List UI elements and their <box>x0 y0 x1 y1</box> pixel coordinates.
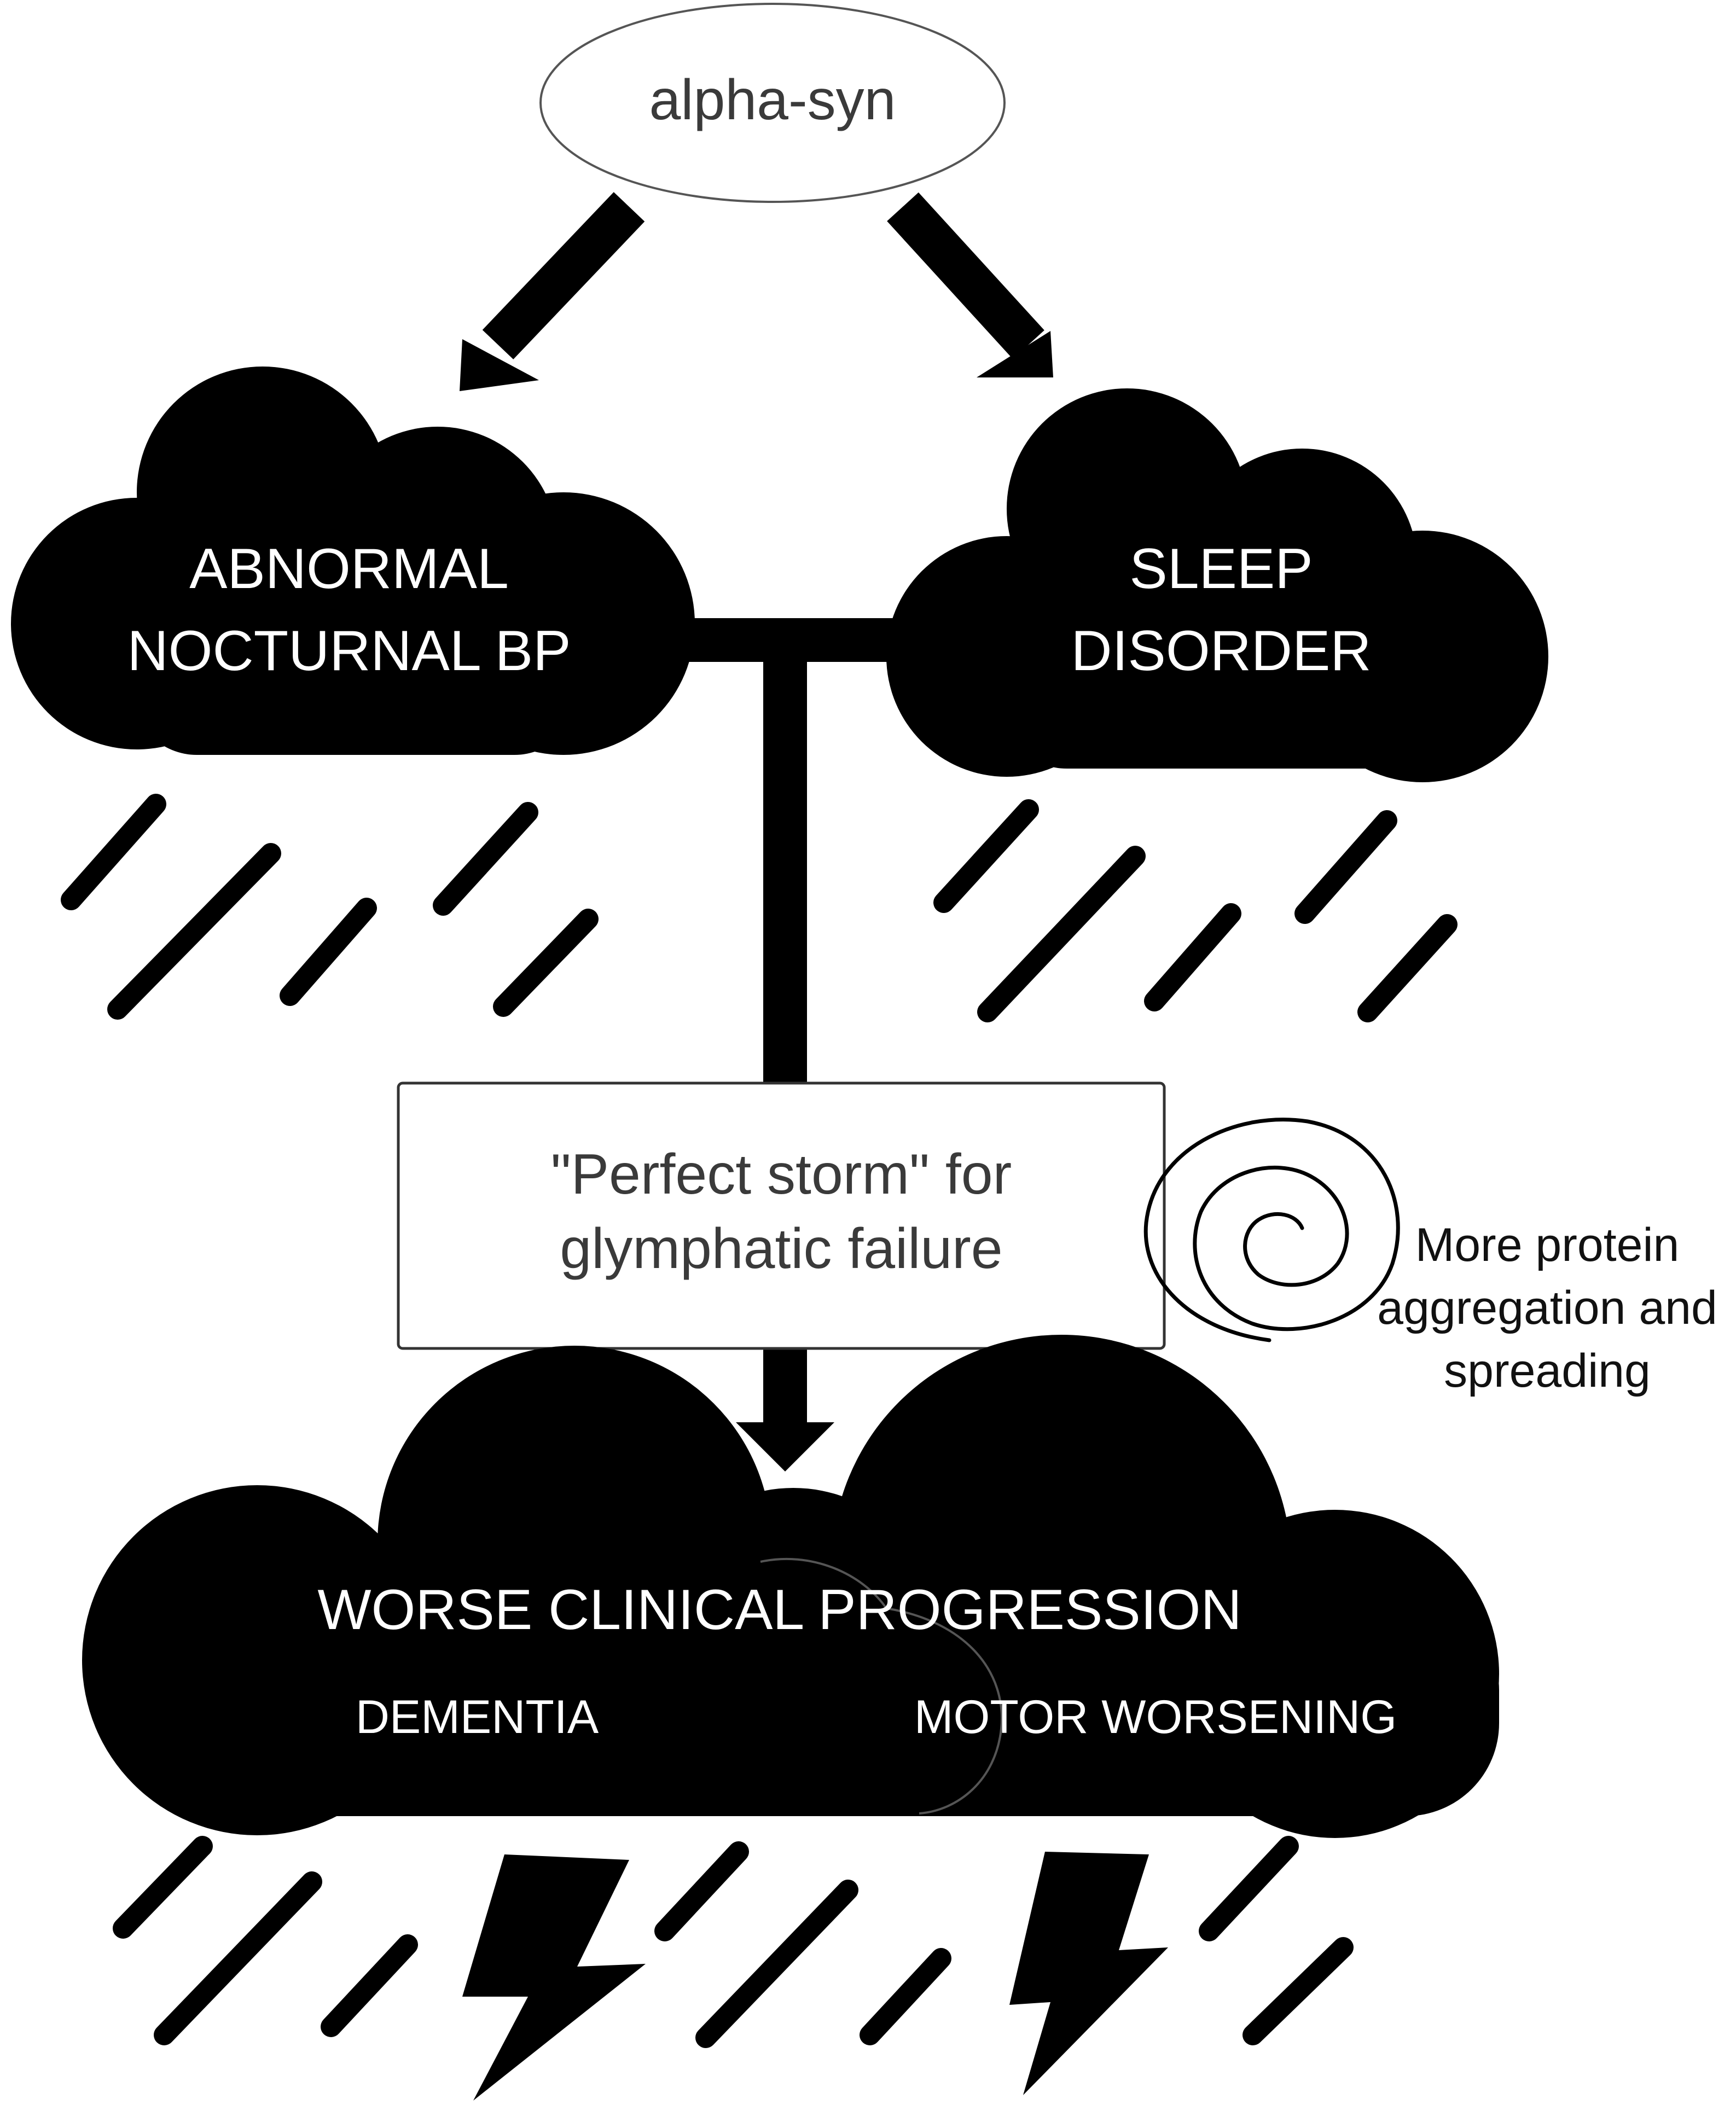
perfect-storm-label-line1: "Perfect storm" for <box>551 1143 1012 1206</box>
cloud-icon-abnormal-bp: ABNORMAL NOCTURNAL BP <box>11 367 695 755</box>
lightning-bolt-icon-right <box>1009 1852 1168 2095</box>
alpha-syn-label: alpha-syn <box>649 68 896 132</box>
dementia-label: DEMENTIA <box>356 1691 599 1743</box>
perfect-storm-box: "Perfect storm" for glymphatic failure <box>397 1081 1166 1350</box>
motor-worsening-label: MOTOR WORSENING <box>914 1691 1397 1743</box>
lightning-bolt-icon-left <box>462 1854 646 2101</box>
cloud-icon-sleep-disorder: SLEEP DISORDER <box>886 388 1548 782</box>
protein-aggregation-note: More protein aggregation and spreading <box>1377 1219 1717 1397</box>
rain-icon-left <box>61 794 599 1020</box>
spiral-icon <box>1143 1118 1400 1342</box>
protein-note-line1: More protein <box>1415 1219 1680 1271</box>
arrow-to-left-cloud <box>460 192 645 391</box>
abnormal-bp-label-line2: NOCTURNAL BP <box>127 619 571 683</box>
worse-progression-title: WORSE CLINICAL PROGRESSION <box>317 1578 1241 1642</box>
rain-icon-right <box>933 799 1458 1022</box>
alpha-syn-node: alpha-syn <box>539 3 1006 203</box>
abnormal-bp-label-line1: ABNORMAL <box>189 537 509 601</box>
rain-icon-bottom <box>113 1836 1354 2048</box>
sleep-disorder-label-line1: SLEEP <box>1129 537 1313 601</box>
perfect-storm-label-line2: glymphatic failure <box>560 1217 1002 1281</box>
arrow-to-right-cloud <box>887 192 1053 377</box>
cloud-icon-worse-progression: WORSE CLINICAL PROGRESSION DEMENTIA MOTO… <box>82 1335 1499 1838</box>
connector-arrow <box>673 618 897 1472</box>
protein-note-line2: aggregation and <box>1377 1282 1717 1334</box>
sleep-disorder-label-line2: DISORDER <box>1071 619 1372 683</box>
protein-note-line3: spreading <box>1444 1345 1651 1397</box>
